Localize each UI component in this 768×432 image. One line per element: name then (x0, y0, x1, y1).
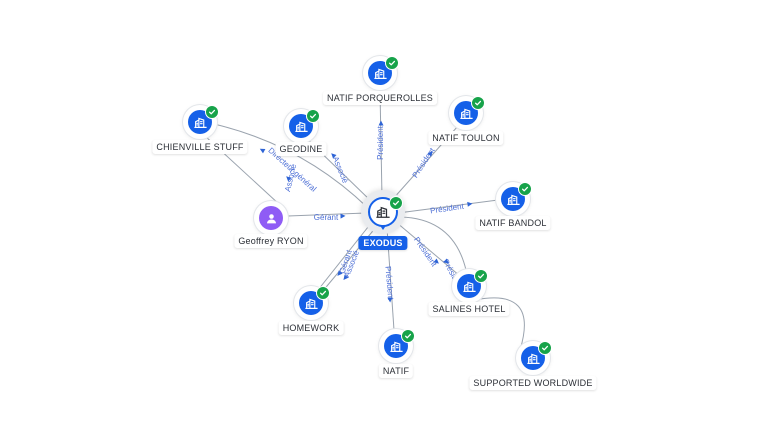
node-label: CHIENVILLE STUFF (152, 140, 248, 154)
edge-arrow-icon (387, 297, 393, 303)
edge-label: Président (383, 266, 395, 301)
edge-arrow-icon (337, 270, 343, 276)
edge-label: Président (430, 202, 465, 216)
verified-check-icon (205, 105, 219, 119)
node-label: HOMEWORK (278, 321, 344, 335)
node-label: NATIF PORQUEROLLES (323, 91, 437, 105)
edge-arrow-icon (343, 274, 349, 280)
pin-tail (379, 224, 387, 230)
edge-arrow-icon (286, 176, 292, 182)
edge-arrow-icon (443, 258, 449, 264)
edge-arrow-icon (378, 120, 384, 126)
verified-check-icon (385, 56, 399, 70)
edge-label: Président (411, 146, 437, 180)
node-label: EXODUS (358, 236, 408, 250)
edge-exodus-salines[interactable] (400, 216, 467, 271)
edge-exodus-bandol[interactable] (397, 199, 499, 214)
edge-arrow-icon (427, 151, 433, 157)
edge-exodus-homework[interactable] (321, 225, 378, 293)
verified-check-icon (306, 109, 320, 123)
node-label: SUPPORTED WORLDWIDE (469, 376, 597, 390)
verified-check-icon (316, 286, 330, 300)
edge-label: Gérant (314, 213, 339, 222)
edge-exodus-salines[interactable] (395, 221, 461, 277)
node-label: NATIF TOULON (428, 131, 504, 145)
edge-arrow-icon (259, 148, 266, 154)
edge-label: Président (412, 235, 439, 268)
edge-label: Associé (331, 155, 350, 185)
verified-check-icon (538, 341, 552, 355)
verified-check-icon (389, 196, 403, 210)
edge-exodus-homework[interactable] (317, 221, 373, 291)
edge-arrow-icon (467, 201, 473, 207)
verified-check-icon (474, 269, 488, 283)
edge-arrow-icon (433, 258, 439, 264)
node-label: Geoffrey RYON (234, 234, 308, 248)
node-label: SALINES HOTEL (428, 302, 510, 316)
edge-label: Président (376, 125, 385, 160)
verified-check-icon (518, 182, 532, 196)
person-icon (259, 206, 283, 230)
node-label: NATIF BANDOL (475, 216, 551, 230)
edge-arrow-icon (331, 153, 337, 159)
verified-check-icon (471, 96, 485, 110)
edge-salines-supported[interactable] (474, 297, 525, 351)
node-label: NATIF (378, 364, 414, 378)
verified-check-icon (401, 329, 415, 343)
edge-ryon-exodus[interactable] (287, 212, 367, 217)
node-label: GEODINE (275, 142, 327, 156)
edge-arrow-icon (340, 213, 346, 219)
